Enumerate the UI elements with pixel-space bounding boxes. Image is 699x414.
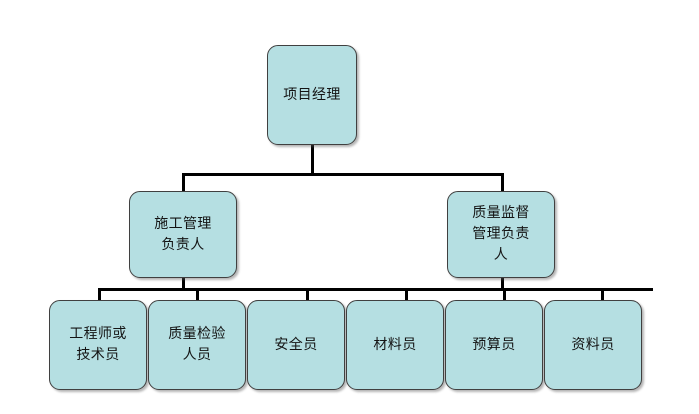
node-label: 材料员 [373,337,417,353]
node-label: 安全员 [274,337,318,353]
node-quality-supervision-management-lead[interactable]: 质量监督 管理负责 人 [447,191,555,278]
node-budget-officer[interactable]: 预算员 [445,300,543,390]
connector-l1-stem [311,145,314,175]
connector-l3-drop-4 [405,288,408,301]
node-label: 项目经理 [283,87,341,103]
node-label: 工程师或 技术员 [69,327,127,363]
connector-l3-drop-3 [306,288,309,301]
connector-l3-drop-6 [601,288,604,301]
node-label: 施工管理 负责人 [154,216,212,253]
connector-l2-right-stem [501,278,504,290]
connector-l2-right-drop [501,173,504,192]
node-project-manager[interactable]: 项目经理 [267,45,357,145]
node-label: 质量检验 人员 [168,327,226,363]
connector-l3-drop-1 [98,288,101,301]
connector-l2-left-stem [182,278,185,290]
node-label: 预算员 [472,337,516,353]
node-safety-officer[interactable]: 安全员 [247,300,345,390]
node-label: 质量监督 管理负责 人 [472,206,530,263]
connector-l3-bus [98,288,653,291]
node-engineer-or-technician[interactable]: 工程师或 技术员 [49,300,147,390]
connector-l1-bus [182,173,504,176]
node-documentation-officer[interactable]: 资料员 [544,300,642,390]
node-construction-management-lead[interactable]: 施工管理 负责人 [129,191,237,278]
connector-l3-drop-5 [503,288,506,301]
node-quality-inspection-staff[interactable]: 质量检验 人员 [148,300,246,390]
connector-l2-left-drop [182,173,185,192]
connector-l3-drop-2 [196,288,199,301]
node-materials-officer[interactable]: 材料员 [346,300,444,390]
node-label: 资料员 [571,337,615,353]
